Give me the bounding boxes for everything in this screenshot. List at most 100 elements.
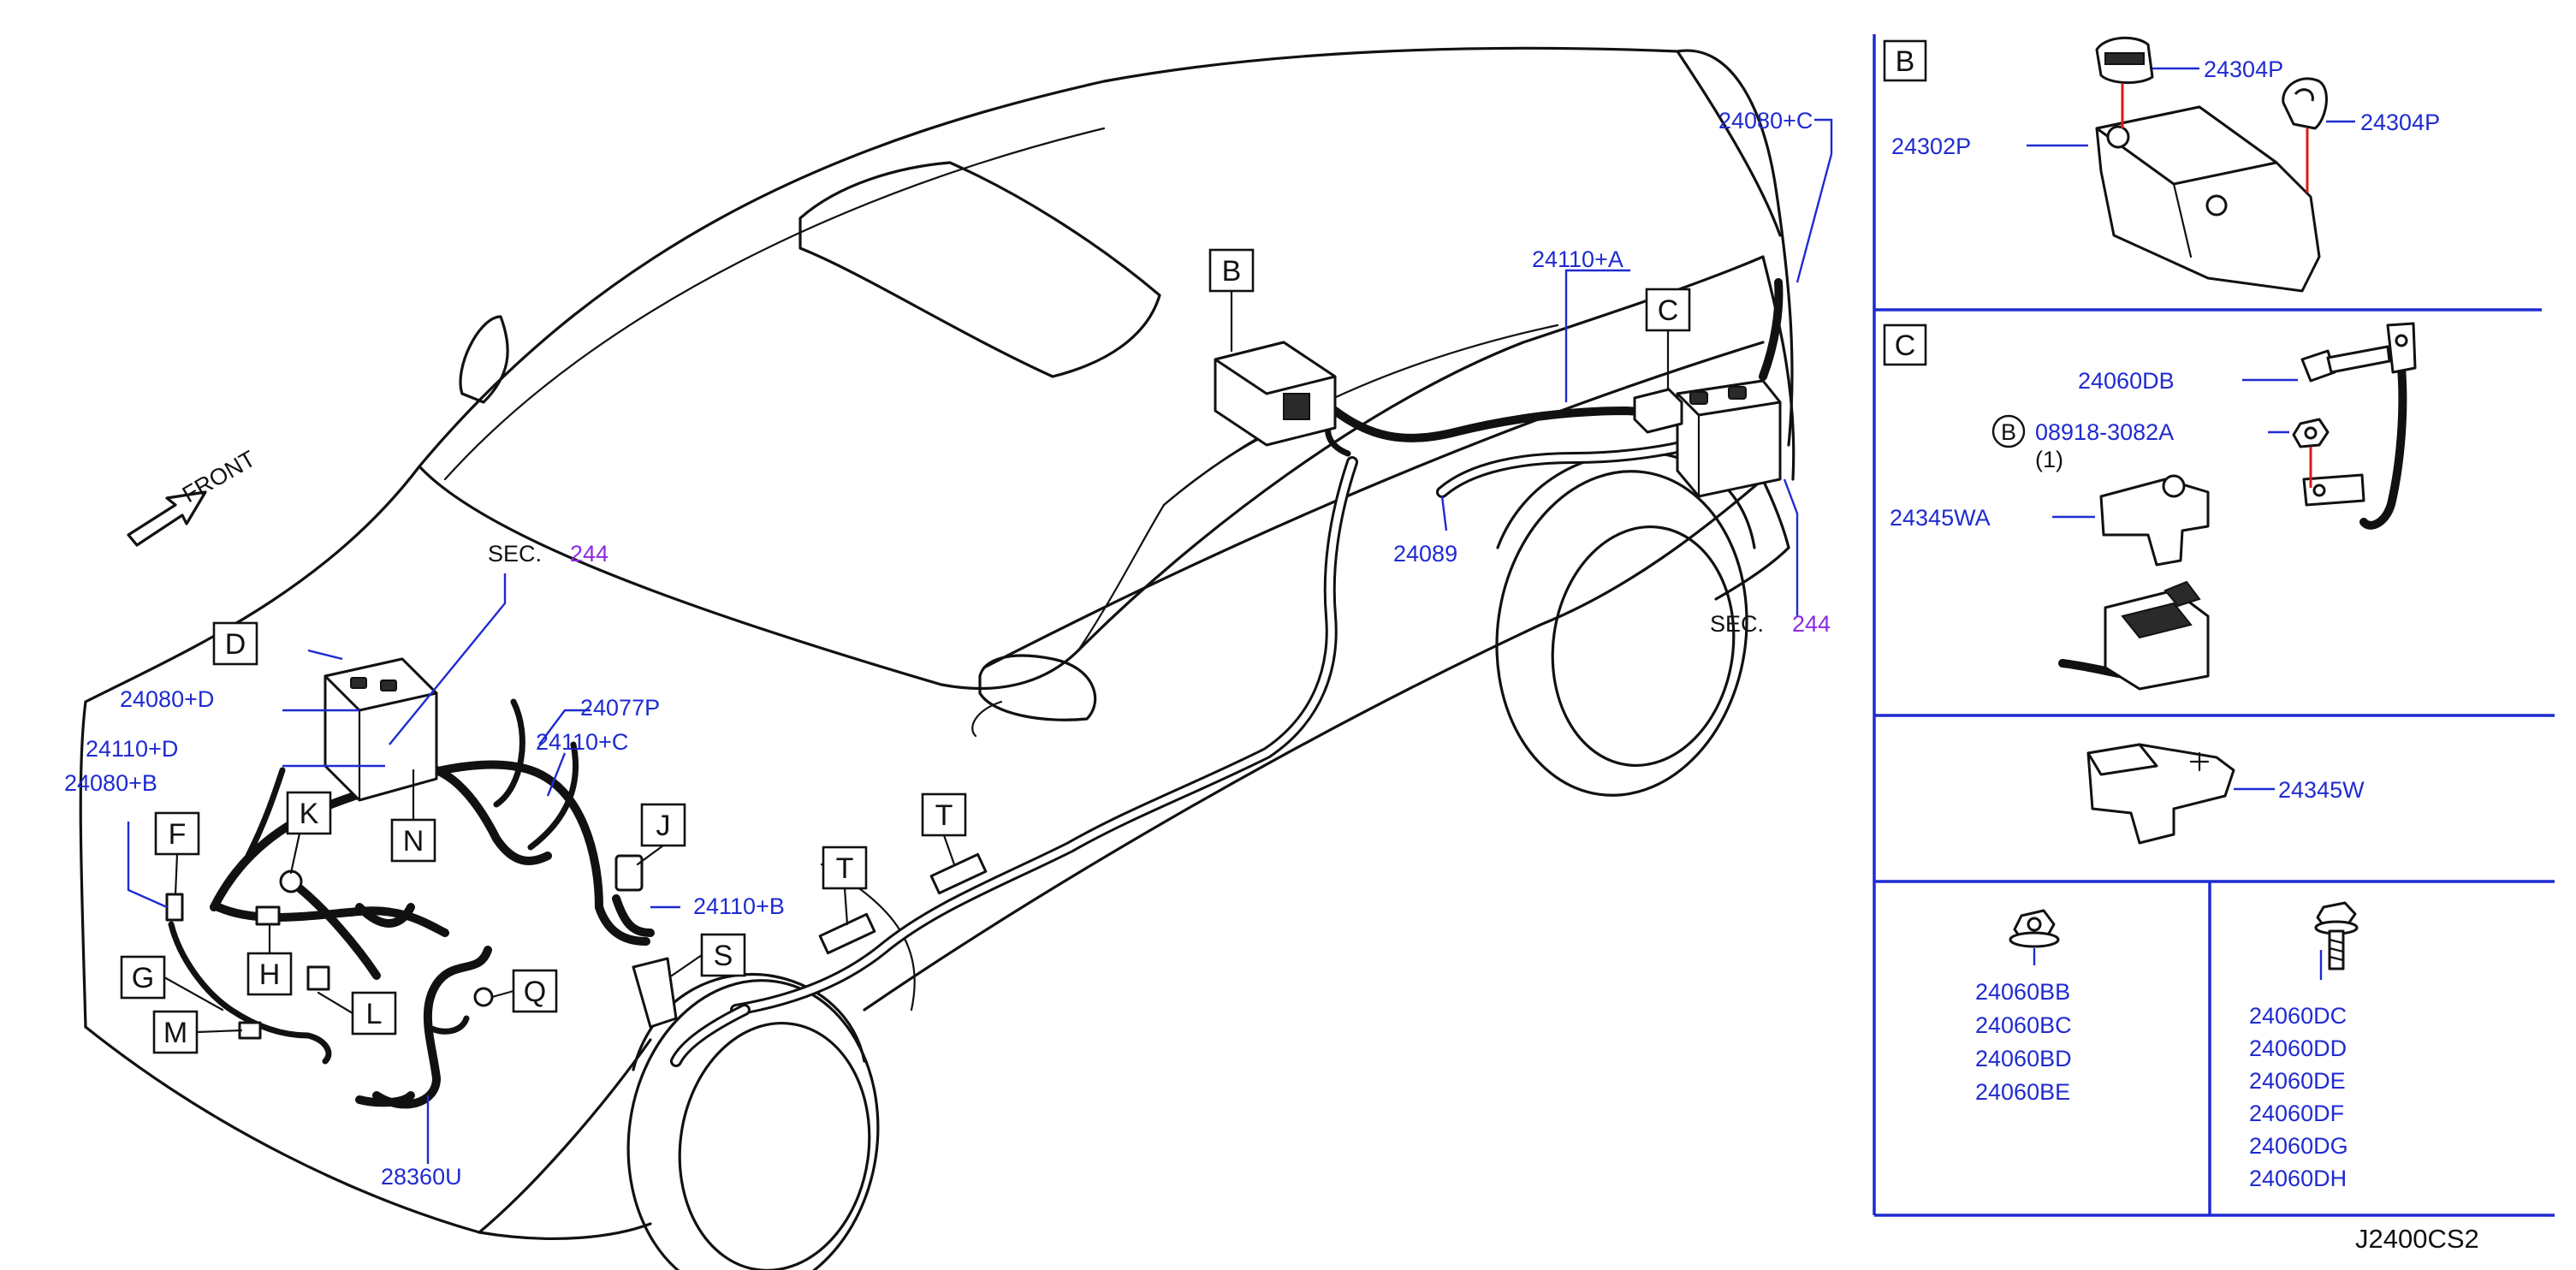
svg-text:L: L bbox=[366, 998, 383, 1030]
box-label-M: M bbox=[152, 1010, 243, 1054]
front-label: FRONT bbox=[178, 446, 260, 507]
svg-text:244: 244 bbox=[570, 541, 608, 567]
part-label-24304P-b: 24304P bbox=[2360, 110, 2440, 135]
svg-text:M: M bbox=[163, 1017, 187, 1049]
battery-cable-24080C bbox=[1759, 278, 1784, 381]
svg-text:T: T bbox=[935, 799, 953, 832]
diagram-code: J2400CS2 bbox=[2355, 1224, 2479, 1254]
relay-box-24302P bbox=[2095, 105, 2321, 293]
terminal-cover-24345W bbox=[2086, 743, 2235, 845]
front-battery bbox=[323, 657, 438, 802]
box-label-Q: Q bbox=[490, 969, 558, 1013]
box-label-B: B bbox=[1208, 248, 1255, 353]
inset-nut: 24060BB 24060BC 24060BD 24060BE bbox=[1975, 909, 2072, 1105]
svg-text:S: S bbox=[714, 940, 733, 972]
front-direction-arrow: FRONT bbox=[127, 446, 260, 547]
part-label-08918-3082A: 08918-3082A bbox=[2035, 419, 2174, 445]
battery-terminal-connector bbox=[2058, 580, 2210, 691]
grommet-H bbox=[255, 905, 281, 926]
part-label-24345W: 24345W bbox=[2278, 777, 2365, 803]
part-label-24080B: 24080+B bbox=[64, 770, 157, 796]
part-label-24110B: 24110+B bbox=[693, 893, 785, 919]
svg-text:N: N bbox=[403, 825, 424, 858]
svg-text:D: D bbox=[225, 628, 246, 661]
part-label-24060DD: 24060DD bbox=[2249, 1036, 2347, 1061]
ground-cable bbox=[2302, 322, 2417, 530]
box-label-T-front: T bbox=[822, 846, 868, 926]
clip-K bbox=[279, 869, 303, 893]
box-label-N: N bbox=[390, 769, 436, 863]
box-label-H: H bbox=[246, 923, 293, 996]
terminal-cover-24304P-a bbox=[2095, 36, 2154, 85]
svg-text:C: C bbox=[1895, 329, 1916, 362]
fuse-box-C bbox=[1633, 388, 1683, 434]
part-label-24060BB: 24060BB bbox=[1975, 979, 2070, 1005]
svg-text:K: K bbox=[300, 798, 319, 830]
quantity-label: (1) bbox=[2035, 447, 2063, 472]
svg-text:SEC.: SEC. bbox=[1710, 611, 1764, 637]
nut-24060 bbox=[2292, 418, 2330, 448]
inset-frame bbox=[1873, 34, 2555, 1217]
svg-text:244: 244 bbox=[1792, 611, 1831, 637]
part-label-24302P: 24302P bbox=[1891, 134, 1971, 159]
clip-L bbox=[306, 965, 330, 991]
part-label-24060DE: 24060DE bbox=[2249, 1068, 2346, 1094]
part-label-24110A: 24110+A bbox=[1532, 246, 1623, 272]
part-label-24345WA: 24345WA bbox=[1890, 505, 1991, 531]
engine-harness bbox=[168, 698, 650, 1065]
harness-28360U bbox=[355, 946, 492, 1109]
svg-text:B: B bbox=[2001, 419, 2016, 445]
terminal-cover-24304P-b bbox=[2282, 77, 2328, 130]
car-body-outline bbox=[79, 46, 1795, 1241]
part-label-24080C: 24080+C bbox=[1718, 108, 1813, 134]
box-label-D: D bbox=[212, 621, 258, 666]
bolt-24060DB bbox=[2300, 345, 2391, 383]
inset-c: C 24060DB B 08918-3082A (1) bbox=[1883, 322, 2417, 691]
box-label-G: G bbox=[120, 955, 224, 1012]
box-label-K: K bbox=[286, 791, 332, 875]
box-label-S: S bbox=[670, 933, 746, 977]
part-label-24060DC: 24060DC bbox=[2249, 1003, 2347, 1029]
clip-F bbox=[165, 893, 184, 922]
bolt-circle-mark bbox=[1991, 414, 2026, 448]
box-label-C: C bbox=[1645, 288, 1691, 391]
terminal-cover-24345WA bbox=[2099, 474, 2210, 567]
svg-text:F: F bbox=[169, 818, 187, 851]
box-label-F: F bbox=[154, 811, 200, 896]
clip-M bbox=[238, 1021, 262, 1040]
inset-b: B 24304P 24304P 24302P bbox=[1883, 36, 2440, 293]
svg-text:SEC.: SEC. bbox=[488, 541, 542, 567]
svg-text:Q: Q bbox=[524, 976, 546, 1008]
main-leader-lines bbox=[127, 118, 1833, 1164]
rear-harness-24089 bbox=[1436, 435, 1709, 498]
part-label-24304P-a: 24304P bbox=[2204, 56, 2283, 82]
box-label-L: L bbox=[317, 991, 397, 1036]
part-label-24077P: 24077P bbox=[580, 695, 660, 721]
part-label-24060BD: 24060BD bbox=[1975, 1046, 2072, 1071]
part-label-24080D: 24080+D bbox=[120, 686, 214, 712]
part-label-24060DB: 24060DB bbox=[2078, 368, 2175, 394]
inset-24345w: 24345W bbox=[2086, 743, 2365, 845]
clip-T-front bbox=[818, 912, 876, 955]
part-label-24060DG: 24060DG bbox=[2249, 1133, 2348, 1159]
part-label-24089: 24089 bbox=[1393, 541, 1457, 567]
box-label-J: J bbox=[636, 803, 686, 866]
inset-bolt: 24060DC 24060DD 24060DE 24060DF 24060DG … bbox=[2249, 901, 2359, 1191]
rear-battery bbox=[1676, 379, 1782, 498]
svg-text:T: T bbox=[836, 852, 854, 885]
svg-text:C: C bbox=[1658, 294, 1679, 327]
section-reference-front: SEC. 244 bbox=[488, 541, 608, 567]
svg-text:J: J bbox=[656, 810, 671, 842]
part-label-24110C: 24110+C bbox=[536, 729, 628, 755]
underfloor-harness bbox=[670, 456, 1358, 1067]
bracket-S bbox=[632, 957, 678, 1029]
main-part-labels: 24080+C 24110+A 24089 24080+D 24110+D 24… bbox=[64, 108, 1813, 1190]
section-reference-rear: SEC. 244 bbox=[1710, 611, 1831, 637]
harness-24110B bbox=[612, 894, 655, 937]
clip-Q bbox=[473, 987, 494, 1007]
part-label-24110D: 24110+D bbox=[86, 736, 178, 762]
part-label-24060BC: 24060BC bbox=[1975, 1012, 2072, 1038]
part-label-24060DH: 24060DH bbox=[2249, 1166, 2347, 1191]
svg-text:H: H bbox=[259, 958, 281, 991]
